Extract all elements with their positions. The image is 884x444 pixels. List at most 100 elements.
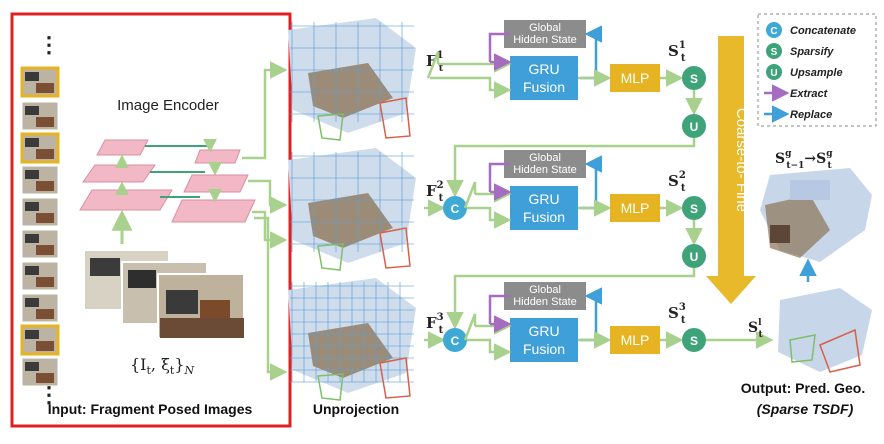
sparsify-node: S (682, 328, 706, 352)
frame-thumbnail (20, 324, 60, 356)
coarse-to-fine-label: Coarse-to- Fine (733, 108, 750, 212)
plate-large-right (171, 199, 256, 223)
svg-text:S: S (690, 334, 698, 348)
frame-thumbnail (21, 229, 59, 259)
legend-item: C Concatenate (766, 22, 856, 38)
svg-text:S: S (771, 47, 778, 58)
unprojection-volume (288, 148, 416, 271)
frame-thumbnail (21, 165, 59, 195)
svg-text:Fusion: Fusion (523, 209, 565, 225)
encoder-network (79, 138, 256, 244)
ellipsis-top: ⋮ (38, 32, 60, 57)
legend-item: Replace (764, 105, 832, 123)
svg-text:Upsample: Upsample (790, 67, 843, 79)
svg-text:Hidden State: Hidden State (513, 34, 577, 46)
global-scene-render (760, 168, 872, 262)
svg-text:GRU: GRU (528, 191, 559, 207)
svg-text:MLP: MLP (621, 332, 650, 348)
svg-text:Concatenate: Concatenate (790, 25, 856, 37)
plate-mid-right (183, 174, 249, 193)
svg-text:Extract: Extract (790, 88, 829, 100)
svg-text:C: C (770, 26, 777, 37)
upsample-node: U (682, 114, 706, 138)
mlp-box: MLP (610, 194, 660, 222)
unprojection-label: Unprojection (313, 401, 399, 417)
gru-fusion-box: GRU Fusion (510, 56, 578, 100)
input-notation: {It, ξt}N (130, 355, 195, 377)
svg-text:U: U (770, 68, 777, 79)
concatenate-node: C (443, 196, 467, 220)
svg-text:Global: Global (529, 152, 561, 164)
svg-text:GRU: GRU (528, 61, 559, 77)
svg-text:MLP: MLP (621, 70, 650, 86)
svg-text:Global: Global (529, 284, 561, 296)
frame-thumbnail (21, 197, 59, 227)
frame-thumbnail (20, 66, 60, 98)
svg-text:Replace: Replace (790, 109, 832, 121)
upsample-node: U (682, 244, 706, 268)
encoder-to-unprojection-arrows (242, 61, 288, 381)
mlp-box: MLP (610, 64, 660, 92)
svg-text:{It, ξt}N: {It, ξt}N (130, 355, 195, 377)
plate-small-left (96, 139, 149, 156)
svg-text:Hidden State: Hidden State (513, 164, 577, 176)
unprojection-volume (288, 18, 416, 141)
svg-text:GRU: GRU (528, 323, 559, 339)
plate-small-right (194, 149, 241, 164)
gru-fusion-box: GRU Fusion (510, 186, 578, 230)
local-scene-render (778, 288, 872, 373)
frame-thumbnail (21, 357, 59, 387)
svg-text:Sparsify: Sparsify (790, 46, 834, 58)
coarse-to-fine-arrow: Coarse-to- Fine (706, 36, 756, 304)
svg-text:Fusion: Fusion (523, 79, 565, 95)
output-caption: Output: Pred. Geo. (741, 380, 865, 396)
unprojection-volumes (288, 18, 416, 401)
frame-column: ⋮ ⋮ (20, 32, 60, 407)
legend-item: Extract (764, 84, 829, 102)
svg-text:MLP: MLP (621, 200, 650, 216)
sparsify-node: S (682, 196, 706, 220)
svg-text:Sgt−1→Sgt: Sgt−1→Sgt (775, 149, 833, 171)
svg-text:S: S (690, 72, 698, 86)
svg-text:U: U (690, 250, 699, 264)
unprojection-volume (288, 278, 416, 401)
frame-thumbnail (21, 293, 59, 323)
svg-text:U: U (690, 120, 699, 134)
svg-text:Hidden State: Hidden State (513, 296, 577, 308)
sparsify-node: S (682, 66, 706, 90)
svg-text:Global: Global (529, 22, 561, 34)
svg-text:S: S (690, 202, 698, 216)
input-caption: Input: Fragment Posed Images (48, 401, 253, 417)
frame-thumbnail (20, 132, 60, 164)
legend-item: S Sparsify (766, 43, 834, 59)
frame-thumbnail (21, 261, 59, 291)
svg-text:C: C (451, 202, 460, 216)
gru-fusion-box: GRU Fusion (510, 318, 578, 362)
plate-mid-left (82, 164, 156, 183)
encoder-title: Image Encoder (117, 97, 219, 114)
posed-images-stack (83, 249, 245, 339)
svg-text:C: C (451, 334, 460, 348)
concatenate-node: C (443, 328, 467, 352)
ellipsis-bottom: ⋮ (38, 382, 60, 407)
mlp-box: MLP (610, 326, 660, 354)
frame-thumbnail (21, 101, 59, 131)
svg-text:Fusion: Fusion (523, 341, 565, 357)
